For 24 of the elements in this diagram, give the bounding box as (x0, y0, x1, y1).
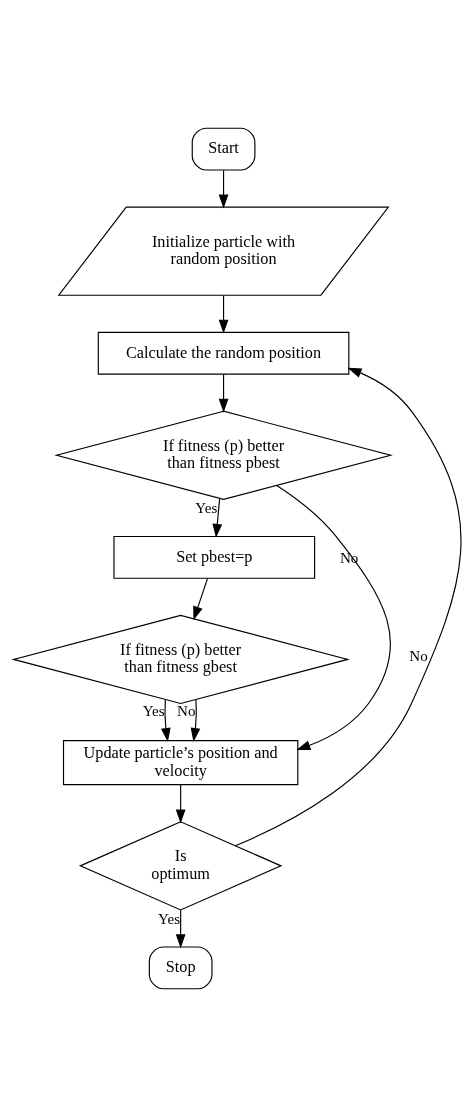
arrow (190, 699, 200, 742)
node-box: Update particle’s position and velocity (62, 740, 298, 786)
arrow (218, 169, 228, 209)
edge-label: No (408, 647, 428, 664)
edge-label: Yes (142, 702, 165, 719)
arrow (218, 373, 228, 413)
node-box: Start (191, 127, 255, 171)
arrow (192, 578, 208, 621)
node-box: Stop (148, 946, 213, 990)
node-diamond: If fitness (p) better than fitness gbest (10, 614, 350, 705)
arrow (175, 909, 186, 949)
edge-label: Yes (194, 499, 217, 516)
arrow (218, 294, 228, 334)
node-diamond: If fitness (p) better than fitness pbest (53, 410, 393, 500)
arrow (275, 484, 391, 750)
edge-label: No (176, 702, 195, 719)
node-box: Calculate the random position (97, 331, 349, 375)
arrow (234, 367, 461, 847)
arrow (211, 498, 222, 538)
arrow (175, 784, 186, 824)
arrow (160, 699, 171, 742)
node-diamond: Is optimum (78, 821, 282, 911)
node-box: Set pbest=p (112, 535, 315, 579)
edge-label: Yes (157, 910, 180, 927)
